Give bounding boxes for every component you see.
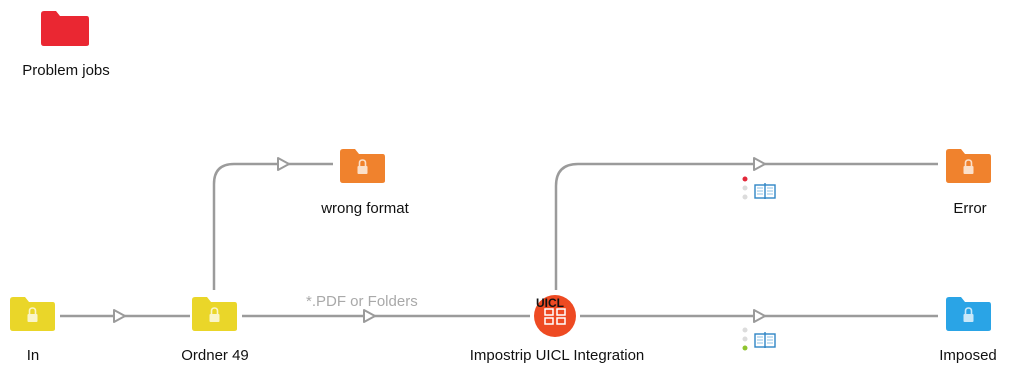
folder-lock-icon[interactable] [340, 149, 385, 183]
node-label-impostrip: Impostrip UICL Integration [469, 347, 645, 364]
connection-ordner-to-wrong-format[interactable] [212, 162, 333, 290]
node-label-problem-jobs: Problem jobs [22, 62, 110, 79]
node-label-imposed: Imposed [939, 347, 997, 364]
node-label-error: Error [953, 200, 987, 217]
impose-book-icon [754, 332, 776, 348]
folder-lock-icon[interactable] [946, 297, 991, 331]
uicl-badge: UICL [536, 296, 564, 310]
connection-impostrip-to-error[interactable] [554, 162, 938, 290]
folder-lock-icon[interactable] [192, 297, 237, 331]
node-label-wrong-format: wrong format [321, 200, 409, 217]
traffic-light-success-icon[interactable] [742, 327, 748, 351]
node-label-in: In [26, 347, 40, 364]
arrow-icon [753, 309, 766, 323]
folder-icon[interactable] [41, 11, 89, 46]
arrow-icon [113, 309, 126, 323]
arrow-icon [363, 309, 376, 323]
traffic-light-error-icon[interactable] [742, 176, 748, 200]
impose-book-icon [754, 183, 776, 199]
arrow-icon [753, 157, 766, 171]
folder-lock-icon[interactable] [10, 297, 55, 331]
folder-lock-icon[interactable] [946, 149, 991, 183]
arrow-icon [277, 157, 290, 171]
node-label-ordner: Ordner 49 [181, 347, 249, 364]
connection-filter-label: *.PDF or Folders [306, 293, 418, 310]
impostrip-uicl-icon[interactable]: UICL [534, 295, 576, 337]
